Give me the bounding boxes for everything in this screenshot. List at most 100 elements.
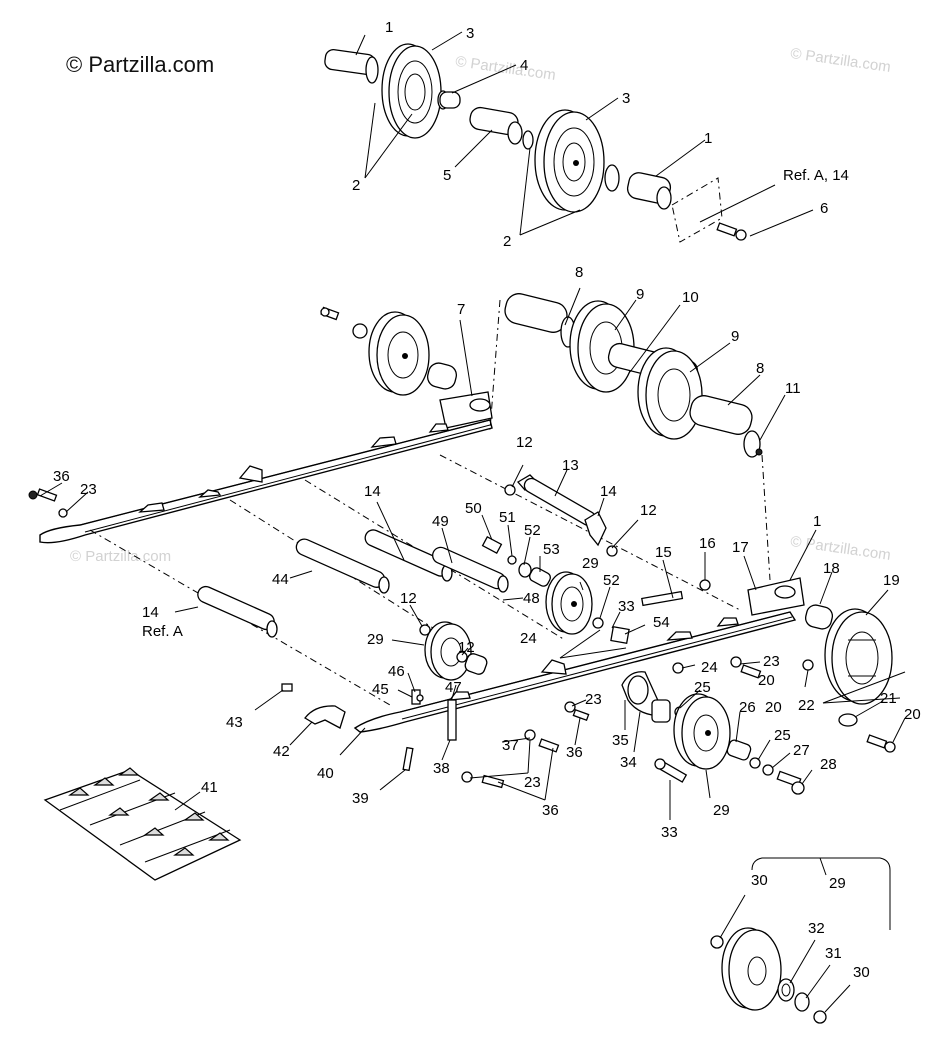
callout-5: 5 bbox=[443, 167, 451, 184]
callout-4: 4 bbox=[520, 57, 528, 74]
callout-29: 29 bbox=[367, 631, 384, 648]
ref-a-14-label: Ref. A, 14 bbox=[783, 167, 849, 184]
callout-1: 1 bbox=[813, 513, 821, 530]
callout-42: 42 bbox=[273, 743, 290, 760]
callout-12: 12 bbox=[516, 434, 533, 451]
callout-47: 47 bbox=[445, 679, 462, 696]
callout-2: 2 bbox=[352, 177, 360, 194]
callout-41: 41 bbox=[201, 779, 218, 796]
assembly-dash-lines bbox=[89, 454, 741, 706]
pivot-arm bbox=[504, 464, 639, 557]
callout-35: 35 bbox=[612, 732, 629, 749]
callout-1: 1 bbox=[704, 130, 712, 147]
callout-29: 29 bbox=[582, 555, 599, 572]
callout-25: 25 bbox=[774, 727, 791, 744]
callout-36: 36 bbox=[566, 744, 583, 761]
callout-38: 38 bbox=[433, 760, 450, 777]
callout-18: 18 bbox=[823, 560, 840, 577]
callout-33: 33 bbox=[618, 598, 635, 615]
callout-40: 40 bbox=[317, 765, 334, 782]
right-slide-rail bbox=[353, 529, 906, 753]
left-upper-wheel bbox=[320, 306, 493, 429]
callout-33: 33 bbox=[661, 824, 678, 841]
callout-46: 46 bbox=[388, 663, 405, 680]
lower-left-small-parts bbox=[254, 672, 590, 801]
callout-1: 1 bbox=[385, 19, 393, 36]
callout-13: 13 bbox=[562, 457, 579, 474]
callout-23: 23 bbox=[763, 653, 780, 670]
callout-14: 14 bbox=[600, 483, 617, 500]
callout-24: 24 bbox=[701, 659, 718, 676]
watermark-faint: © Partzilla.com bbox=[70, 548, 172, 565]
callout-22: 22 bbox=[798, 697, 815, 714]
callout-51: 51 bbox=[499, 509, 516, 526]
callout-19: 19 bbox=[883, 572, 900, 589]
callout-30: 30 bbox=[853, 964, 870, 981]
callout-2: 2 bbox=[503, 233, 511, 250]
callout-39: 39 bbox=[352, 790, 369, 807]
callout-3: 3 bbox=[622, 90, 630, 107]
callout-6: 6 bbox=[820, 200, 828, 217]
center-idler-group bbox=[481, 514, 646, 645]
callout-36: 36 bbox=[542, 802, 559, 819]
callout-16: 16 bbox=[699, 535, 716, 552]
callout-30: 30 bbox=[751, 872, 768, 889]
callout-11: 11 bbox=[785, 380, 801, 397]
callout-31: 31 bbox=[825, 945, 842, 962]
callout-20: 20 bbox=[758, 672, 775, 689]
callout-45: 45 bbox=[372, 681, 389, 698]
callout-20: 20 bbox=[904, 706, 921, 723]
callout-12: 12 bbox=[400, 590, 417, 607]
callout-50: 50 bbox=[465, 500, 482, 517]
callout-52: 52 bbox=[603, 572, 620, 589]
left-slide-rail bbox=[28, 419, 493, 544]
callout-49: 49 bbox=[432, 513, 449, 530]
callout-14: 14 bbox=[142, 604, 159, 621]
callout-14: 14 bbox=[364, 483, 381, 500]
callout-37: 37 bbox=[502, 737, 519, 754]
lower-left-wheel bbox=[391, 604, 488, 681]
track-section bbox=[43, 767, 242, 881]
callout-26: 26 bbox=[739, 699, 756, 716]
callout-12: 12 bbox=[640, 502, 657, 519]
wheel-detail-29 bbox=[710, 857, 891, 1024]
callout-23: 23 bbox=[524, 774, 541, 791]
ref-a-label: Ref. A bbox=[142, 623, 183, 640]
callout-36: 36 bbox=[53, 468, 70, 485]
watermark-main: © Partzilla.com bbox=[66, 52, 215, 77]
callout-24: 24 bbox=[520, 630, 537, 647]
callout-labels: 1 3 4 3 1 2 5 2 Ref. A, 14 6 8 9 10 7 9 … bbox=[53, 19, 921, 981]
callout-44: 44 bbox=[272, 571, 289, 588]
callout-53: 53 bbox=[543, 541, 560, 558]
callout-48: 48 bbox=[523, 590, 540, 607]
callout-23: 23 bbox=[585, 691, 602, 708]
callout-25: 25 bbox=[694, 679, 711, 696]
callout-52: 52 bbox=[524, 522, 541, 539]
cross-shafts bbox=[174, 501, 509, 638]
callout-8: 8 bbox=[756, 360, 764, 377]
callout-9: 9 bbox=[731, 328, 739, 345]
callout-54: 54 bbox=[653, 614, 670, 631]
callout-10: 10 bbox=[682, 289, 699, 306]
callout-28: 28 bbox=[820, 756, 837, 773]
callout-23: 23 bbox=[80, 481, 97, 498]
callout-29: 29 bbox=[713, 802, 730, 819]
top-axle-assembly bbox=[324, 31, 814, 243]
callout-43: 43 bbox=[226, 714, 243, 731]
callout-32: 32 bbox=[808, 920, 825, 937]
callout-12: 12 bbox=[458, 639, 475, 656]
callout-9: 9 bbox=[636, 286, 644, 303]
callout-21: 21 bbox=[880, 690, 897, 707]
callout-8: 8 bbox=[575, 264, 583, 281]
callout-17: 17 bbox=[732, 539, 749, 556]
callout-7: 7 bbox=[457, 301, 465, 318]
callout-15: 15 bbox=[655, 544, 672, 561]
callout-27: 27 bbox=[793, 742, 810, 759]
callout-20: 20 bbox=[765, 699, 782, 716]
rear-upper-axle bbox=[489, 287, 786, 581]
callout-29: 29 bbox=[829, 875, 846, 892]
lower-center-group bbox=[621, 671, 813, 820]
callout-3: 3 bbox=[466, 25, 474, 42]
callout-34: 34 bbox=[620, 754, 637, 771]
